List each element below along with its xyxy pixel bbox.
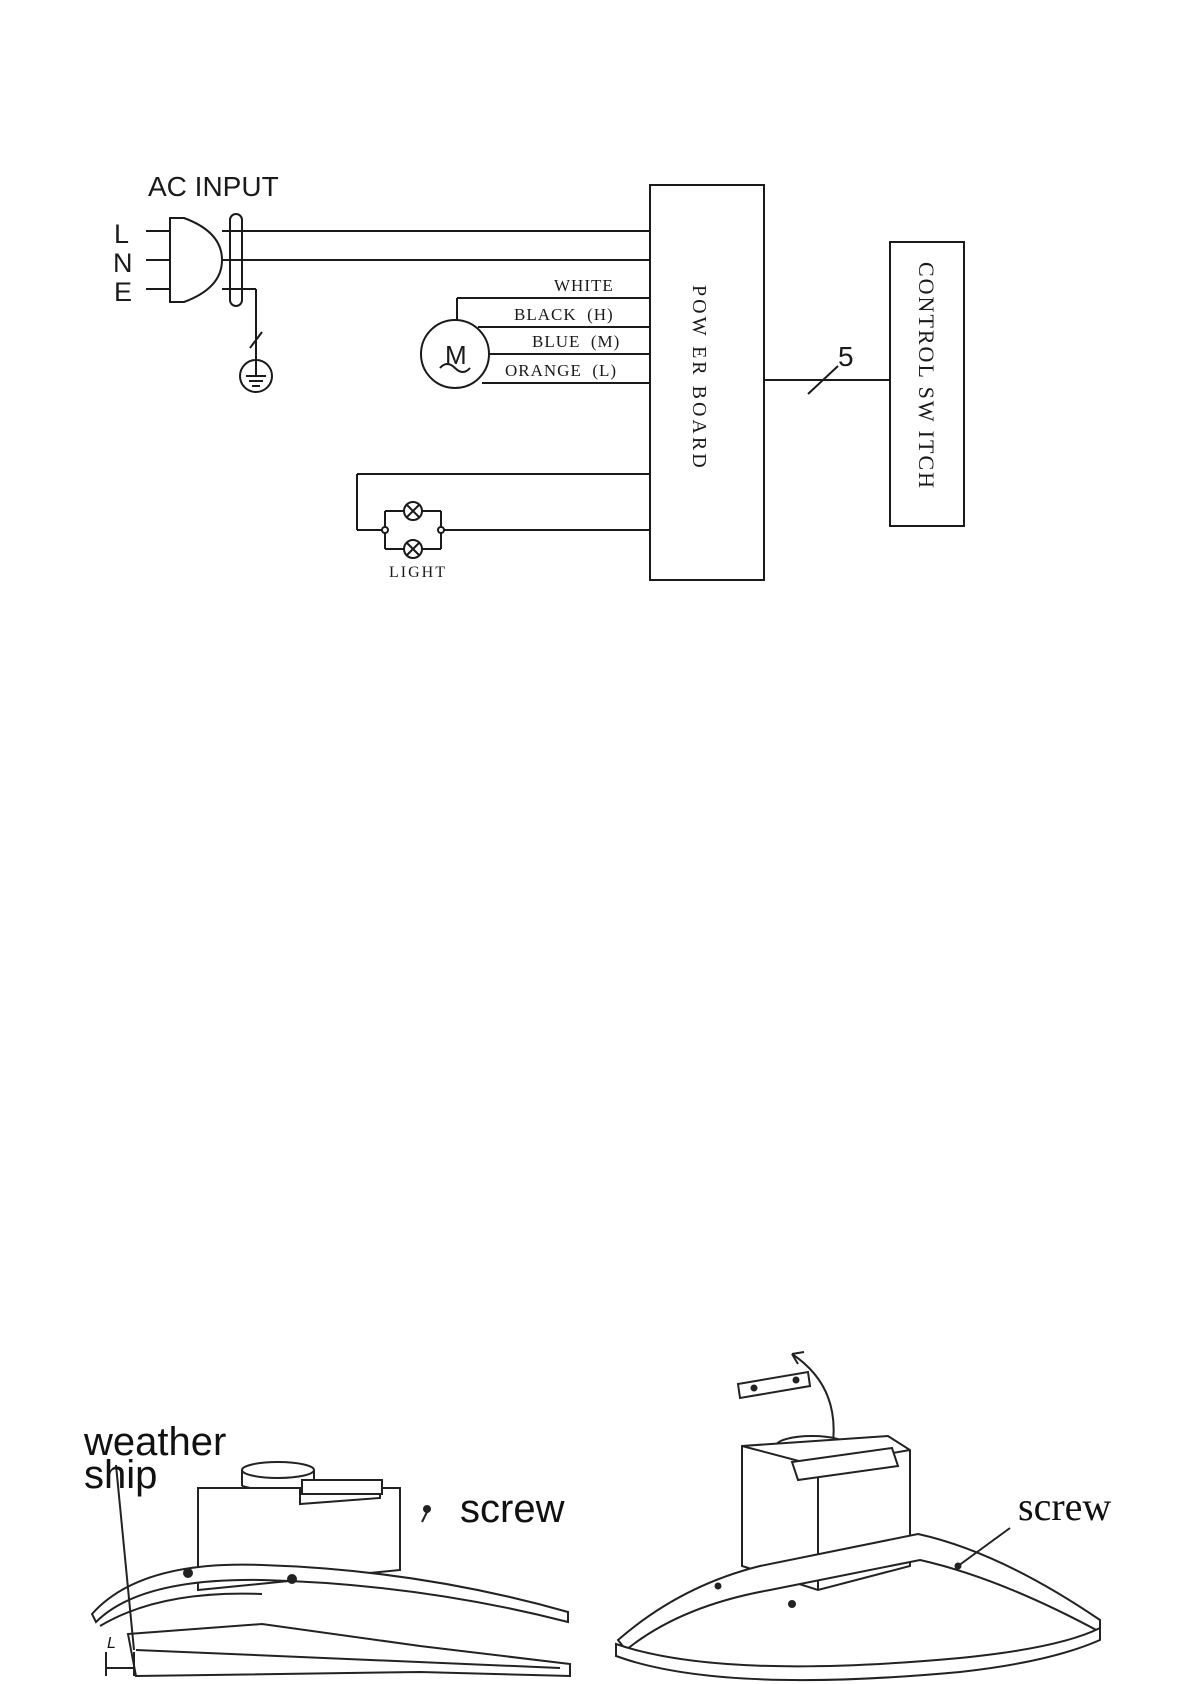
motor-symbol: M — [445, 340, 467, 370]
terminal-l: L — [114, 219, 129, 249]
dimension-label: L — [107, 1635, 116, 1652]
lamp-icon-2 — [404, 540, 422, 558]
power-board-label: POW ER BOARD — [688, 285, 710, 471]
cable-count: 5 — [838, 341, 854, 372]
screw-label-right: screw — [1018, 1484, 1111, 1529]
wire-blue: BLUE (M) — [532, 332, 620, 351]
terminal-n: N — [113, 248, 133, 278]
screw-label-left: screw — [460, 1487, 565, 1531]
terminal-e: E — [114, 277, 132, 307]
light-label: LIGHT — [389, 564, 447, 581]
wire-black: BLACK (H) — [514, 305, 614, 324]
lamp-icon — [404, 502, 422, 520]
ac-input-label: AC INPUT — [148, 171, 279, 202]
wire-orange: ORANGE (L) — [505, 361, 617, 380]
plug-symbol — [170, 218, 222, 302]
control-switch-label: CONTROL SW ITCH — [914, 262, 939, 490]
ship-label: ship — [84, 1453, 157, 1497]
wire-white: WHITE — [554, 276, 614, 295]
